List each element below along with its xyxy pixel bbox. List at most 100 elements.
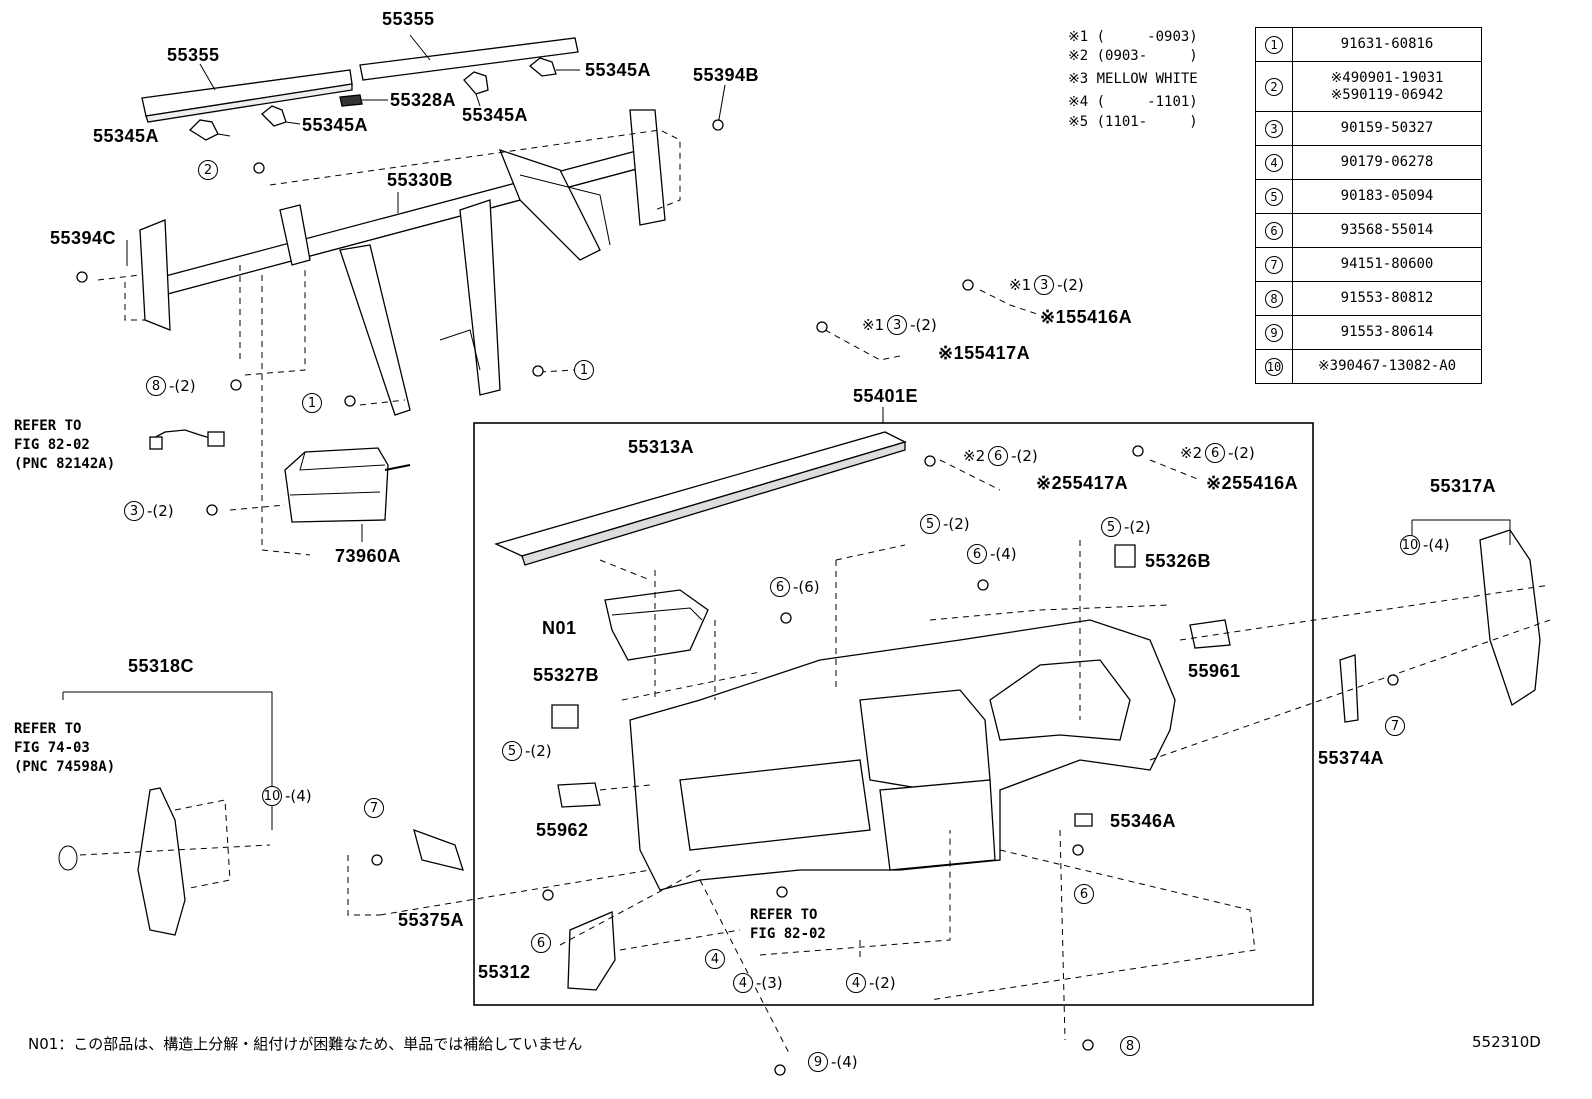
part-label-55962: 55962 bbox=[536, 820, 589, 840]
legend-part-number: 90183-05094 bbox=[1292, 179, 1482, 214]
circle-number: 5 bbox=[1101, 517, 1121, 537]
legend-row: 2 ※490901-19031 ※590119-06942 bbox=[1255, 61, 1482, 112]
circle-number: 10 bbox=[1400, 535, 1420, 555]
part-label-55416A-bottom: ※255416A bbox=[1206, 473, 1299, 493]
part-label-55375A: 55375A bbox=[398, 910, 465, 930]
instrument-panel-frame bbox=[473, 422, 1314, 1006]
callout-1-right: 1 bbox=[574, 360, 594, 380]
callout-5-c: 5-(2) bbox=[502, 741, 552, 761]
legend-part-number: ※490901-19031 ※590119-06942 bbox=[1292, 61, 1482, 112]
part-label-73960A: 73960A bbox=[335, 546, 402, 566]
circle-number: 3 bbox=[1034, 275, 1055, 295]
reinforcement-beam bbox=[139, 109, 666, 416]
circle-number: 2 bbox=[1265, 77, 1283, 96]
circle-number: 6 bbox=[988, 446, 1009, 466]
callout-6-f: 6 bbox=[531, 933, 551, 953]
circle-number: 4 bbox=[846, 973, 866, 993]
circle-number: 2 bbox=[198, 160, 218, 180]
callout-8-left: 8-(2) bbox=[146, 376, 196, 396]
legend-ref-number: 8 bbox=[1255, 281, 1293, 316]
callout-8-bottom: 8 bbox=[1120, 1036, 1140, 1056]
legend-row: 6 93568-55014 bbox=[1255, 213, 1482, 248]
part-label-55318C: 55318C bbox=[128, 656, 195, 676]
part-label-55345A-mid: 55345A bbox=[462, 105, 529, 125]
circle-number: 9 bbox=[808, 1052, 828, 1072]
note-1: ※1 ( -0903) bbox=[1068, 29, 1198, 45]
legend-row: 5 90183-05094 bbox=[1255, 179, 1482, 214]
part-label-55401E: 55401E bbox=[853, 386, 919, 406]
lower-dashed-guides bbox=[347, 540, 1551, 1056]
part-label-55355-right: 55355 bbox=[382, 9, 435, 29]
legend-row: 10※390467-13082-A0 bbox=[1255, 349, 1482, 384]
legend-part-number: 94151-80600 bbox=[1292, 247, 1482, 282]
legend-ref-number: 2 bbox=[1255, 61, 1293, 112]
circle-number: 4 bbox=[705, 949, 725, 969]
legend-part-number: 93568-55014 bbox=[1292, 213, 1482, 248]
circle-number: 1 bbox=[574, 360, 594, 380]
part-label-55417A-top: ※155417A bbox=[938, 343, 1031, 363]
note-3: ※3 MELLOW WHITE bbox=[1068, 71, 1198, 87]
legend-ref-number: 10 bbox=[1255, 349, 1293, 384]
legend-part-number: 91553-80812 bbox=[1292, 281, 1482, 316]
circle-number: 7 bbox=[364, 798, 384, 818]
legend-part-number: 91553-80614 bbox=[1292, 315, 1482, 350]
part-label-N01: N01 bbox=[542, 618, 577, 638]
part-label-55312: 55312 bbox=[478, 962, 531, 982]
circle-number: 5 bbox=[1265, 187, 1283, 206]
circle-number: 10 bbox=[262, 786, 282, 806]
callout-2-top: 2 bbox=[198, 160, 221, 180]
clip-parts bbox=[188, 57, 557, 141]
connector-harness bbox=[149, 429, 225, 450]
circle-number: 7 bbox=[1385, 716, 1405, 736]
part-label-55330B: 55330B bbox=[387, 170, 454, 190]
circle-number: 6 bbox=[770, 577, 790, 597]
footnote-N01: N01：この部品は、構造上分解・組付けが困難なため、単品では補給していません bbox=[28, 1035, 583, 1053]
small-parts bbox=[413, 544, 1359, 991]
refer-to-note-82142A: REFER TO FIG 82-02 (PNC 82142A) bbox=[14, 418, 116, 472]
part-label-55961: 55961 bbox=[1188, 661, 1241, 681]
callout-4-b: 4-(3) bbox=[733, 973, 783, 993]
refer-to-note-82-02: REFER TO FIG 82-02 bbox=[750, 907, 826, 942]
callout-5-b: 5-(2) bbox=[1101, 517, 1151, 537]
legend-ref-number: 1 bbox=[1255, 27, 1293, 62]
circle-number: 6 bbox=[967, 544, 987, 564]
part-label-55394B: 55394B bbox=[693, 65, 760, 85]
part-label-55326B: 55326B bbox=[1145, 551, 1212, 571]
callout-7-a: 7 bbox=[1385, 716, 1405, 736]
part-label-55345A-center: 55345A bbox=[302, 115, 369, 135]
callout-3-left: 3-(2) bbox=[124, 501, 174, 521]
circle-number: 4 bbox=[1265, 153, 1283, 172]
callout-6-d: 6-(6) bbox=[770, 577, 820, 597]
part-label-55345A-right: 55345A bbox=[585, 60, 652, 80]
circle-number: 6 bbox=[1265, 221, 1283, 240]
figure-code: 552310D bbox=[1472, 1033, 1541, 1051]
legend-ref-number: 6 bbox=[1255, 213, 1293, 248]
circle-number: 3 bbox=[1265, 119, 1283, 138]
part-label-55317A: 55317A bbox=[1430, 476, 1497, 496]
trim-strip-right bbox=[359, 37, 579, 81]
legend-part-number: 90159-50327 bbox=[1292, 111, 1482, 146]
circle-number: 8 bbox=[1120, 1036, 1140, 1056]
note-5: ※5 (1101- ) bbox=[1068, 114, 1198, 130]
circle-number: 4 bbox=[733, 973, 753, 993]
part-label-55394C: 55394C bbox=[50, 228, 117, 248]
callout-7-b: 7 bbox=[364, 798, 384, 818]
side-cover-55318C bbox=[58, 691, 273, 936]
trim-strip-left bbox=[141, 69, 353, 123]
fastener-bolts[interactable] bbox=[76, 119, 1399, 1076]
upper-trim-55313A bbox=[494, 431, 907, 566]
circle-number: 5 bbox=[502, 741, 522, 761]
legend-ref-number: 7 bbox=[1255, 247, 1293, 282]
part-label-55327B: 55327B bbox=[533, 665, 600, 685]
